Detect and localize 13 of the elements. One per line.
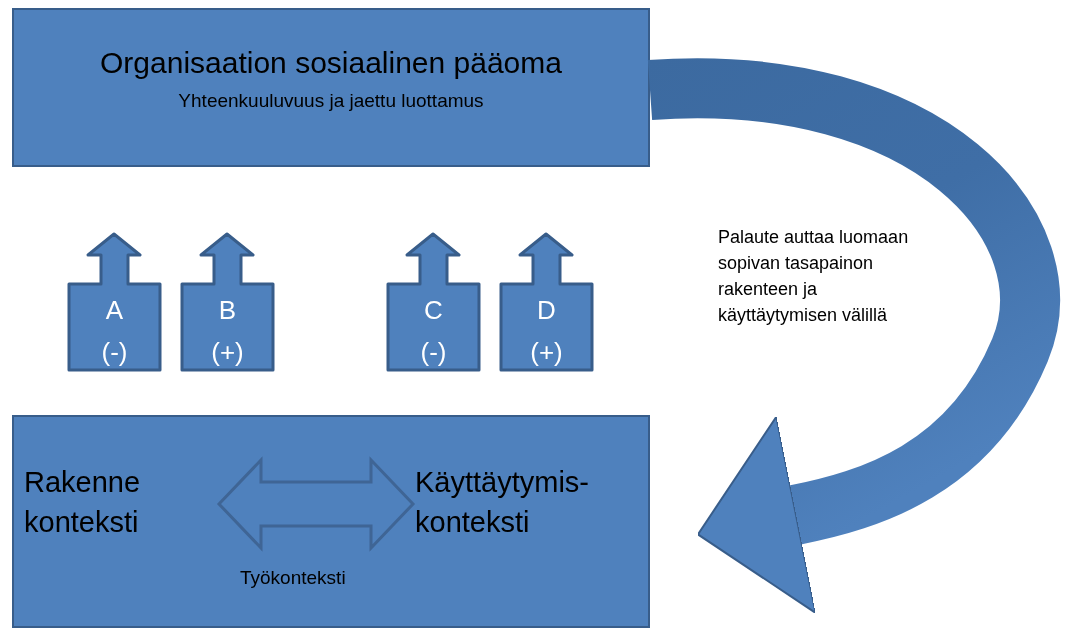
callout-label: D (+) (529, 294, 564, 369)
curved-arrow (649, 58, 1060, 614)
panel-caption: Työkonteksti (240, 567, 346, 589)
context-label: Käyttäytymis- konteksti (415, 465, 591, 540)
callout-label: A (-) (100, 294, 129, 369)
header-panel (12, 8, 650, 167)
callout-label: C (-) (419, 294, 448, 369)
context-label: Rakenne konteksti (24, 465, 142, 540)
callout-label: B (+) (210, 294, 245, 369)
context-panel (12, 415, 650, 628)
heading: Organisaation sosiaalinen pääoma (99, 46, 563, 80)
subheading: Yhteenkuuluvuus ja jaettu luottamus (177, 90, 485, 112)
double-arrow (216, 456, 416, 552)
